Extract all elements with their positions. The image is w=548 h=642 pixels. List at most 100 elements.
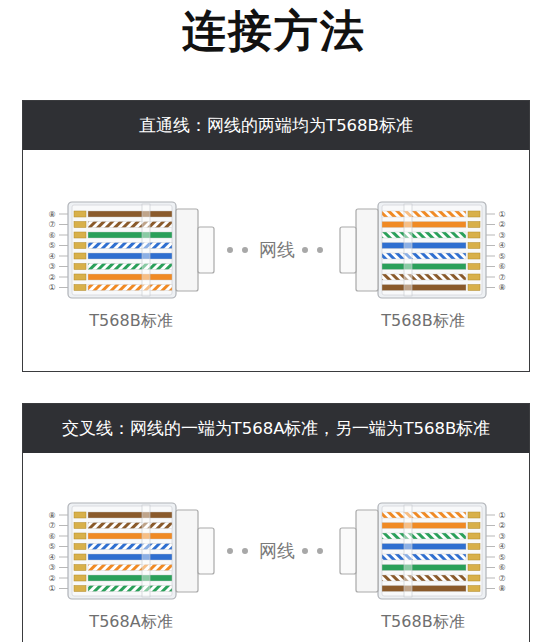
pin-number: ⑦ xyxy=(496,273,508,282)
pin-number: ⑧ xyxy=(496,283,508,292)
pin-number: ② xyxy=(46,273,58,282)
pin-number: ⑥ xyxy=(46,532,58,541)
wire xyxy=(88,253,172,259)
wire xyxy=(382,533,466,539)
wire xyxy=(382,222,466,228)
plug-drawing xyxy=(46,201,216,301)
gold-contact xyxy=(74,565,86,571)
wire xyxy=(382,243,466,249)
gold-contact xyxy=(468,232,480,238)
wire xyxy=(88,512,172,518)
wire xyxy=(88,565,172,571)
gold-contact xyxy=(74,232,86,238)
gold-contact xyxy=(468,544,480,550)
plug-drawing xyxy=(338,201,508,301)
wire xyxy=(382,575,466,581)
cable-panel: 直通线：网线的两端均为T568B标准T568B标准⑧⑦⑥⑤④③②①T568B标准… xyxy=(22,100,530,372)
wire xyxy=(88,232,172,238)
pin-number: ⑤ xyxy=(496,553,508,562)
wire xyxy=(88,222,172,228)
rj45-plug: T568B标准 ⑧⑦ ⑥⑤ ④③ ②① xyxy=(46,201,216,333)
plug-body xyxy=(378,503,486,599)
pin-number: ② xyxy=(496,220,508,229)
wire xyxy=(382,554,466,560)
gold-contact xyxy=(468,512,480,518)
gold-contact xyxy=(74,554,86,560)
standard-label: T568B标准 xyxy=(46,311,216,332)
pin-number: ③ xyxy=(496,532,508,541)
gold-contact xyxy=(74,544,86,550)
wire xyxy=(88,586,172,592)
gold-contact xyxy=(74,533,86,539)
wire xyxy=(88,243,172,249)
wire xyxy=(88,575,172,581)
gold-contact xyxy=(74,512,86,518)
standard-label: T568B标准 xyxy=(338,311,508,332)
rj45-plug: T568B标准①②③④⑤⑥⑦⑧ xyxy=(338,502,508,634)
wire xyxy=(382,544,466,550)
standard-label: T568A标准 xyxy=(46,612,216,633)
wire xyxy=(88,264,172,270)
cable-end xyxy=(340,528,356,574)
pin-number: ③ xyxy=(46,563,58,572)
gold-contact xyxy=(74,586,86,592)
pin-number: ⑧ xyxy=(46,210,58,219)
wire xyxy=(382,264,466,270)
gold-contact xyxy=(468,243,480,249)
wire xyxy=(382,285,466,291)
pin-number: ⑥ xyxy=(496,262,508,271)
pin-number: ⑦ xyxy=(46,521,58,530)
pin-number: ⑥ xyxy=(46,231,58,240)
pin-number: ⑦ xyxy=(46,220,58,229)
gold-contact xyxy=(74,285,86,291)
cable-label: 网线 xyxy=(252,539,302,563)
pin-number: ⑤ xyxy=(46,542,58,551)
wire xyxy=(382,211,466,217)
wire xyxy=(382,523,466,529)
wire xyxy=(88,285,172,291)
plug-boot xyxy=(356,209,378,291)
gold-contact xyxy=(468,211,480,217)
pin-number: ③ xyxy=(496,231,508,240)
wire xyxy=(88,274,172,280)
plug-boot xyxy=(176,510,198,592)
wire xyxy=(382,253,466,259)
gold-contact xyxy=(468,523,480,529)
plug-body xyxy=(68,202,176,298)
pin-number: ⑦ xyxy=(496,574,508,583)
rj45-plug: T568B标准①②③④⑤⑥⑦⑧ xyxy=(338,201,508,333)
standard-label: T568B标准 xyxy=(338,612,508,633)
pin-number: ③ xyxy=(46,262,58,271)
pin-number: ② xyxy=(496,521,508,530)
pin-number: ④ xyxy=(46,553,58,562)
gold-contact xyxy=(74,253,86,259)
gold-contact xyxy=(468,264,480,270)
gold-contact xyxy=(468,533,480,539)
panel-heading: 直通线：网线的两端均为T568B标准 xyxy=(23,101,529,150)
pin-number: ② xyxy=(46,574,58,583)
cable-end xyxy=(340,227,356,273)
plug-boot xyxy=(176,209,198,291)
rj45-plug: T568A标准 ⑧⑦ ⑥⑤ ④③ ②① xyxy=(46,502,216,634)
gold-contact xyxy=(468,554,480,560)
pin-number: ⑧ xyxy=(496,584,508,593)
pin-number: ④ xyxy=(496,241,508,250)
plug-drawing xyxy=(46,502,216,602)
pin-number: ⑤ xyxy=(46,241,58,250)
pin-number: ① xyxy=(46,584,58,593)
wire xyxy=(382,565,466,571)
cable-label: 网线 xyxy=(252,238,302,262)
pin-number: ④ xyxy=(496,542,508,551)
wire xyxy=(382,232,466,238)
gold-contact xyxy=(468,274,480,280)
gold-contact xyxy=(468,285,480,291)
gold-contact xyxy=(74,211,86,217)
wire xyxy=(88,544,172,550)
pin-number: ⑧ xyxy=(46,511,58,520)
pin-number: ⑥ xyxy=(496,563,508,572)
pin-number: ① xyxy=(46,283,58,292)
wire xyxy=(382,274,466,280)
gold-contact xyxy=(468,565,480,571)
pin-number: ④ xyxy=(46,252,58,261)
cable-end xyxy=(198,227,214,273)
